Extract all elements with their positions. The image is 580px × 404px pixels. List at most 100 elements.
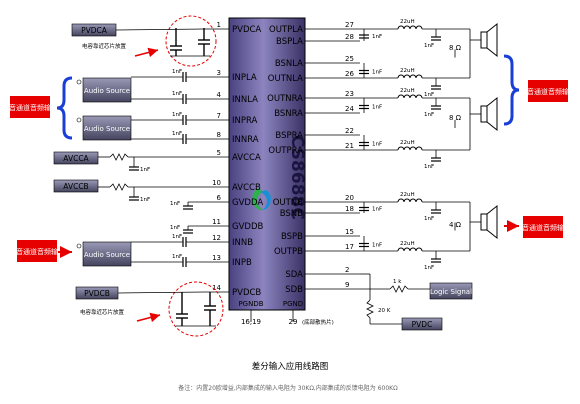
diagram-title: 差分输入应用线路图	[252, 361, 329, 372]
cap-value: 1nF	[172, 254, 182, 260]
cap-value: 1nF	[140, 167, 150, 173]
pvdc-supply-label: PVDC	[412, 320, 433, 329]
avcc-resistor	[109, 153, 129, 161]
speaker-icon	[480, 31, 488, 49]
high-output-label: 高音通道音频输出	[520, 87, 576, 96]
inductor-value: 22uH	[400, 140, 415, 146]
cap-note-bottom: 电容靠近芯片放置	[80, 308, 125, 316]
cap-value: 1nF	[424, 112, 434, 118]
cap-note-arrow-top	[134, 47, 159, 58]
speaker-value-1: 8 Ω	[449, 44, 462, 52]
right-pin-number: 28	[345, 33, 354, 41]
cap-value: 1nF	[170, 201, 180, 207]
audio-source-label-3: Audio Source	[84, 251, 130, 259]
pull-resistor	[366, 299, 374, 319]
res-1k-value: 1 k	[393, 279, 402, 285]
bottom-pin-name: PGNDB	[238, 300, 263, 308]
speaker-cone-icon	[486, 204, 498, 240]
cap-value: 1nF	[424, 92, 434, 98]
left-pin-number: 13	[212, 254, 221, 262]
left-pin-name: INNLA	[232, 95, 258, 105]
left-pin-number: 1	[217, 21, 221, 29]
cap-value: 1nF	[372, 105, 382, 111]
left-pin-number: 8	[217, 131, 221, 139]
speaker-value-3: 4 Ω	[449, 221, 462, 229]
footnote: 备注：内置20欧增益,内部集成的输入电阻为 30KΩ,内部集成的反馈电阻为 60…	[178, 384, 398, 392]
right-pin-number: 21	[345, 142, 354, 150]
avccb-supply-box	[53, 179, 99, 193]
chip-name: CS8688C	[287, 135, 307, 220]
inductor	[397, 146, 423, 151]
res-20k-value: 20 K	[378, 308, 391, 314]
right-pin-name: BSNRA	[274, 109, 303, 119]
left-pin-number: 12	[212, 234, 221, 242]
left-pin-number: 4	[217, 91, 222, 99]
right-pin-number: 18	[345, 205, 354, 213]
left-pin-number: 14	[212, 284, 221, 292]
cap-value: 1nF	[172, 234, 182, 240]
avcca-supply-box	[53, 151, 99, 165]
left-pin-number: 6	[217, 194, 222, 202]
inductor-value: 22uH	[400, 88, 415, 94]
audio-source-label-1: Audio Source	[84, 87, 130, 95]
left-pin-name: GVDDA	[232, 198, 263, 208]
inductor-value: 22uH	[400, 241, 415, 247]
right-pin-name: SDA	[285, 270, 303, 280]
pvdcb-supply-label: PVDCB	[84, 289, 110, 298]
pvdca-wire	[115, 28, 206, 31]
right-pin-number: 9	[345, 281, 349, 289]
audio-source-label-2: Audio Source	[84, 125, 130, 133]
inductor	[397, 74, 423, 79]
right-pin-name: OUTNLA	[268, 74, 303, 84]
right-pin-name: OUTNRA	[267, 94, 303, 104]
bottom-pin-name: PGND	[283, 300, 303, 308]
logic-signal-label: Logic Signal	[430, 288, 472, 296]
right-pin-number: 27	[345, 21, 354, 29]
decoupling-circle-bottom	[168, 281, 224, 337]
right-pin-name: OUTPRA	[268, 146, 303, 156]
inductor	[397, 25, 423, 30]
cap-note-arrow-bottom	[136, 312, 161, 323]
speaker-cone-icon	[486, 22, 498, 58]
left-brace	[56, 76, 73, 140]
chip-logo-icon	[252, 188, 271, 211]
right-brace	[503, 54, 520, 126]
left-pin-name: INNRA	[232, 135, 259, 145]
audio-source-terminal-2	[76, 117, 82, 123]
right-pin-group: 27OUTPLA28BSPLA25BSNLA26OUTNLA23OUTNRA24…	[267, 21, 360, 295]
inductor-value: 22uH	[400, 19, 415, 25]
high-input-label-box	[10, 96, 50, 118]
left-pin-name: INPLA	[232, 73, 257, 83]
right-pin-number: 15	[345, 228, 354, 236]
right-pin-name: SDB	[285, 285, 303, 295]
cap-value: 1nF	[372, 207, 382, 213]
cap-value: 1nF	[372, 70, 382, 76]
inductor-value: 22uH	[400, 192, 415, 198]
cap-value: 1nF	[372, 34, 382, 40]
left-pin-name: INPRA	[232, 116, 258, 126]
cap-value: 1nF	[424, 164, 434, 170]
inductor	[397, 198, 423, 203]
high-output-label-box	[528, 80, 568, 102]
cap-value: 1nF	[372, 142, 382, 148]
cap-value: 1nF	[424, 216, 434, 222]
pvdcb-wire	[117, 291, 206, 294]
cap-value: 1nF	[424, 43, 434, 49]
audio-source-box-3	[82, 241, 132, 267]
left-pin-name: PVDCA	[232, 25, 261, 35]
right-pin-number: 24	[345, 105, 354, 113]
right-pin-number: 22	[345, 127, 354, 135]
speaker-icon	[480, 105, 488, 123]
cap-value: 1nF	[172, 91, 182, 97]
left-pin-name: INPB	[232, 258, 252, 268]
left-pin-number: 11	[212, 218, 221, 226]
right-pin-number: 2	[345, 266, 349, 274]
sdb-resistor	[389, 285, 409, 293]
bottom-pin-number: 29	[289, 318, 298, 326]
cap-value: 1nF	[424, 265, 434, 271]
inductor-value: 22uH	[400, 68, 415, 74]
right-pin-name: BSNB	[280, 209, 303, 219]
